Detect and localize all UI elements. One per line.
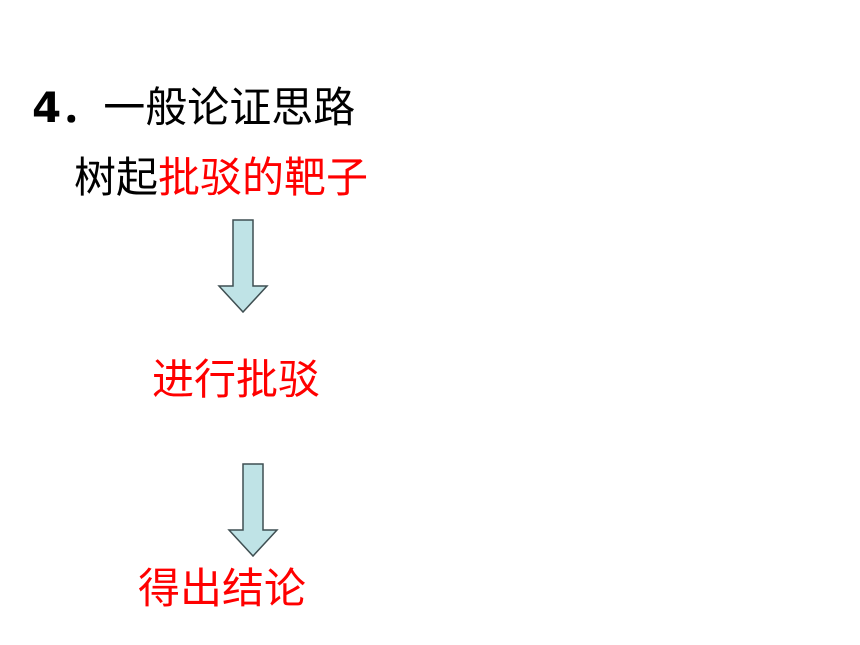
step-1: 树起批驳的靶子 xyxy=(74,150,368,206)
step-2: 进行批驳 xyxy=(152,355,321,404)
heading-text: 一般论证思路 xyxy=(103,83,356,132)
step-1-prefix: 树起 xyxy=(74,153,159,202)
step-1-highlight: 批驳的靶子 xyxy=(158,153,369,202)
step-3: 得出结论 xyxy=(138,564,307,613)
heading-number: 4． xyxy=(32,83,104,132)
slide-heading: 4．一般论证思路 xyxy=(32,80,355,136)
down-arrow-icon xyxy=(217,219,269,314)
down-arrow-icon xyxy=(227,463,279,558)
